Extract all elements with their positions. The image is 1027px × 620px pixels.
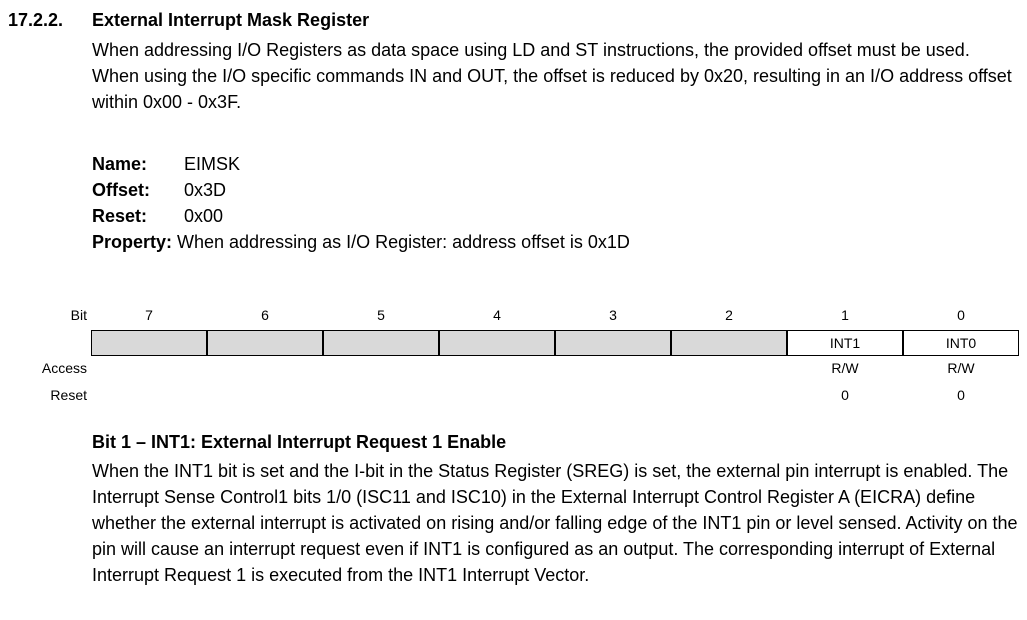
bit-number: 1 [841,307,849,323]
bit-field: INT1 [787,330,903,356]
property-label: Property: [92,232,173,252]
offset-row: Offset: 0x3D [92,177,630,203]
bit-row-label: Bit [70,307,87,323]
reset-row: Reset: 0x00 [92,203,630,229]
bit-number: 6 [261,307,269,323]
name-row: Name: EIMSK [92,151,630,177]
name-value: EIMSK [184,154,241,174]
reserved-bit-field [671,330,787,356]
reserved-bit-field [439,330,555,356]
property-value: When addressing as I/O Register: address… [177,232,630,252]
bit-reset-value: 0 [841,387,849,403]
bit-description-text: When the INT1 bit is set and the I-bit i… [92,461,1018,585]
reserved-bit-field [91,330,207,356]
reserved-bit-field [207,330,323,356]
access-row-label: Access [41,360,87,376]
reset-value: 0x00 [184,206,224,226]
bit-reset-value: 0 [957,387,965,403]
name-label: Name: [92,154,148,174]
reserved-bit-field [555,330,671,356]
bit-number: 0 [957,307,965,323]
register-properties: Name: EIMSK Offset: 0x3D Reset: 0x00 Pro… [92,151,630,255]
section-number: 17.2.2. [8,10,64,30]
bit-number: 5 [377,307,385,323]
section-title: External Interrupt Mask Register [92,10,370,30]
bit-access: R/W [947,360,975,376]
bit-number: 2 [725,307,733,323]
offset-label: Offset: [92,180,150,200]
reset-label: Reset: [92,206,148,226]
bit-number: 3 [609,307,617,323]
property-row: Property: When addressing as I/O Registe… [92,229,630,255]
bit-description-heading: Bit 1 – INT1: External Interrupt Request… [92,432,507,452]
bit-access: R/W [831,360,859,376]
bit-field: INT0 [903,330,1019,356]
offset-value: 0x3D [184,180,227,200]
bit-number: 7 [145,307,153,323]
intro-paragraph: When addressing I/O Registers as data sp… [92,40,1012,112]
bit-number: 4 [493,307,501,323]
reset-row-label: Reset [50,387,87,403]
reserved-bit-field [323,330,439,356]
